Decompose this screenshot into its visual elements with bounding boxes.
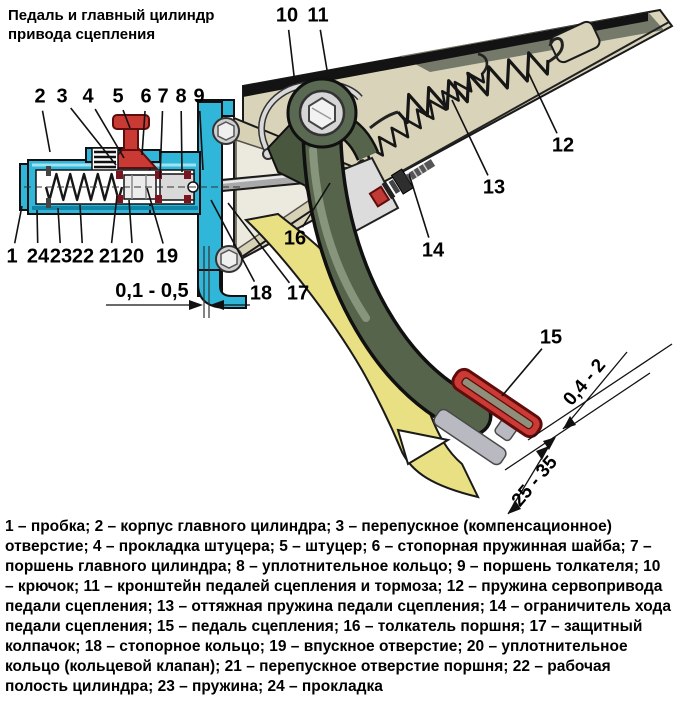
leader-line-14 xyxy=(408,173,430,238)
leader-line-2 xyxy=(41,110,51,153)
spring-anchor-tab xyxy=(549,20,601,64)
callout-2: 2 xyxy=(34,85,46,108)
dimension-free-play: 0,1 - 0,5 xyxy=(106,246,250,318)
page-title: Педаль и главный цилиндр привода сцеплен… xyxy=(8,6,214,44)
spring-coil xyxy=(361,71,486,166)
fluid-fitting xyxy=(103,114,159,169)
leader-line-12 xyxy=(527,71,558,134)
callout-18: 18 xyxy=(249,282,273,305)
callout-12: 12 xyxy=(551,134,575,157)
spring-coil xyxy=(44,172,124,202)
page-title-line1: Педаль и главный цилиндр xyxy=(8,7,215,24)
bracket-inner-edge xyxy=(394,21,670,176)
clutch-pedal-diagram: 0,1 - 0,5 25 - 35 0,4 - 2 xyxy=(13,8,674,515)
callout-8: 8 xyxy=(175,85,187,108)
callout-10: 10 xyxy=(275,4,299,27)
leader-line-21 xyxy=(110,195,118,244)
callout-11: 11 xyxy=(307,4,329,27)
leader-line-1 xyxy=(13,205,23,244)
servo-spring-hook xyxy=(547,37,564,64)
leader-line-23 xyxy=(57,207,61,244)
flange-bolts xyxy=(212,117,243,273)
leader-line-5 xyxy=(122,109,131,129)
free-play-value: 0,1 - 0,5 xyxy=(115,280,188,302)
callout-7: 7 xyxy=(157,85,169,108)
pedal-travel-stop xyxy=(368,159,436,208)
callout-leaders xyxy=(13,29,558,397)
leader-line-4 xyxy=(94,108,125,159)
callout-20: 20 xyxy=(121,245,145,268)
leader-line-10 xyxy=(287,29,296,85)
callout-17: 17 xyxy=(286,282,310,305)
leader-line-19 xyxy=(146,187,164,244)
leader-line-9 xyxy=(198,110,204,171)
leader-line-18 xyxy=(210,199,256,283)
pedal-travel-value: 25 - 35 xyxy=(508,452,562,511)
pedal-pad xyxy=(451,367,543,439)
page-title-line2: привода сцепления xyxy=(8,26,156,43)
leader-line-11 xyxy=(319,29,328,71)
callout-9: 9 xyxy=(193,85,205,108)
callout-21: 21 xyxy=(98,245,122,268)
leader-line-6 xyxy=(141,110,146,156)
servo-spring-lower-hook xyxy=(369,110,399,130)
callout-16: 16 xyxy=(283,227,307,250)
cylinder-spring xyxy=(44,172,124,202)
return-spring-hook xyxy=(477,52,489,75)
clutch-pedal xyxy=(266,77,493,437)
callout-6: 6 xyxy=(140,85,152,108)
leader-line-24 xyxy=(36,209,39,244)
callout-4: 4 xyxy=(82,85,94,108)
leader-line-17 xyxy=(227,202,291,284)
callout-3: 3 xyxy=(56,85,68,108)
leader-line-22 xyxy=(79,204,83,244)
callout-19: 19 xyxy=(155,245,179,268)
callout-23: 23 xyxy=(49,245,73,268)
leader-line-8 xyxy=(180,110,183,173)
leader-line-13 xyxy=(451,99,489,176)
callout-22: 22 xyxy=(71,245,95,268)
callout-14: 14 xyxy=(421,239,445,262)
leader-line-15 xyxy=(501,348,543,397)
seal-rings xyxy=(46,166,191,208)
callout-24: 24 xyxy=(26,245,50,268)
leader-line-20 xyxy=(128,199,133,244)
callout-5: 5 xyxy=(112,85,124,108)
parts-legend: 1 – пробка; 2 – корпус главного цилиндра… xyxy=(5,518,671,695)
leader-line-16 xyxy=(301,182,331,228)
callout-15: 15 xyxy=(539,326,563,349)
flange-bottom-lip xyxy=(197,269,247,309)
leader-line-7 xyxy=(159,110,164,179)
callout-1: 1 xyxy=(6,245,18,268)
pedal-springs xyxy=(353,37,564,178)
master-cylinder xyxy=(19,99,247,309)
arrow-notch xyxy=(396,428,451,466)
callout-13: 13 xyxy=(482,176,506,199)
dash-panel-edge xyxy=(243,12,648,97)
leader-line-3 xyxy=(70,107,117,166)
